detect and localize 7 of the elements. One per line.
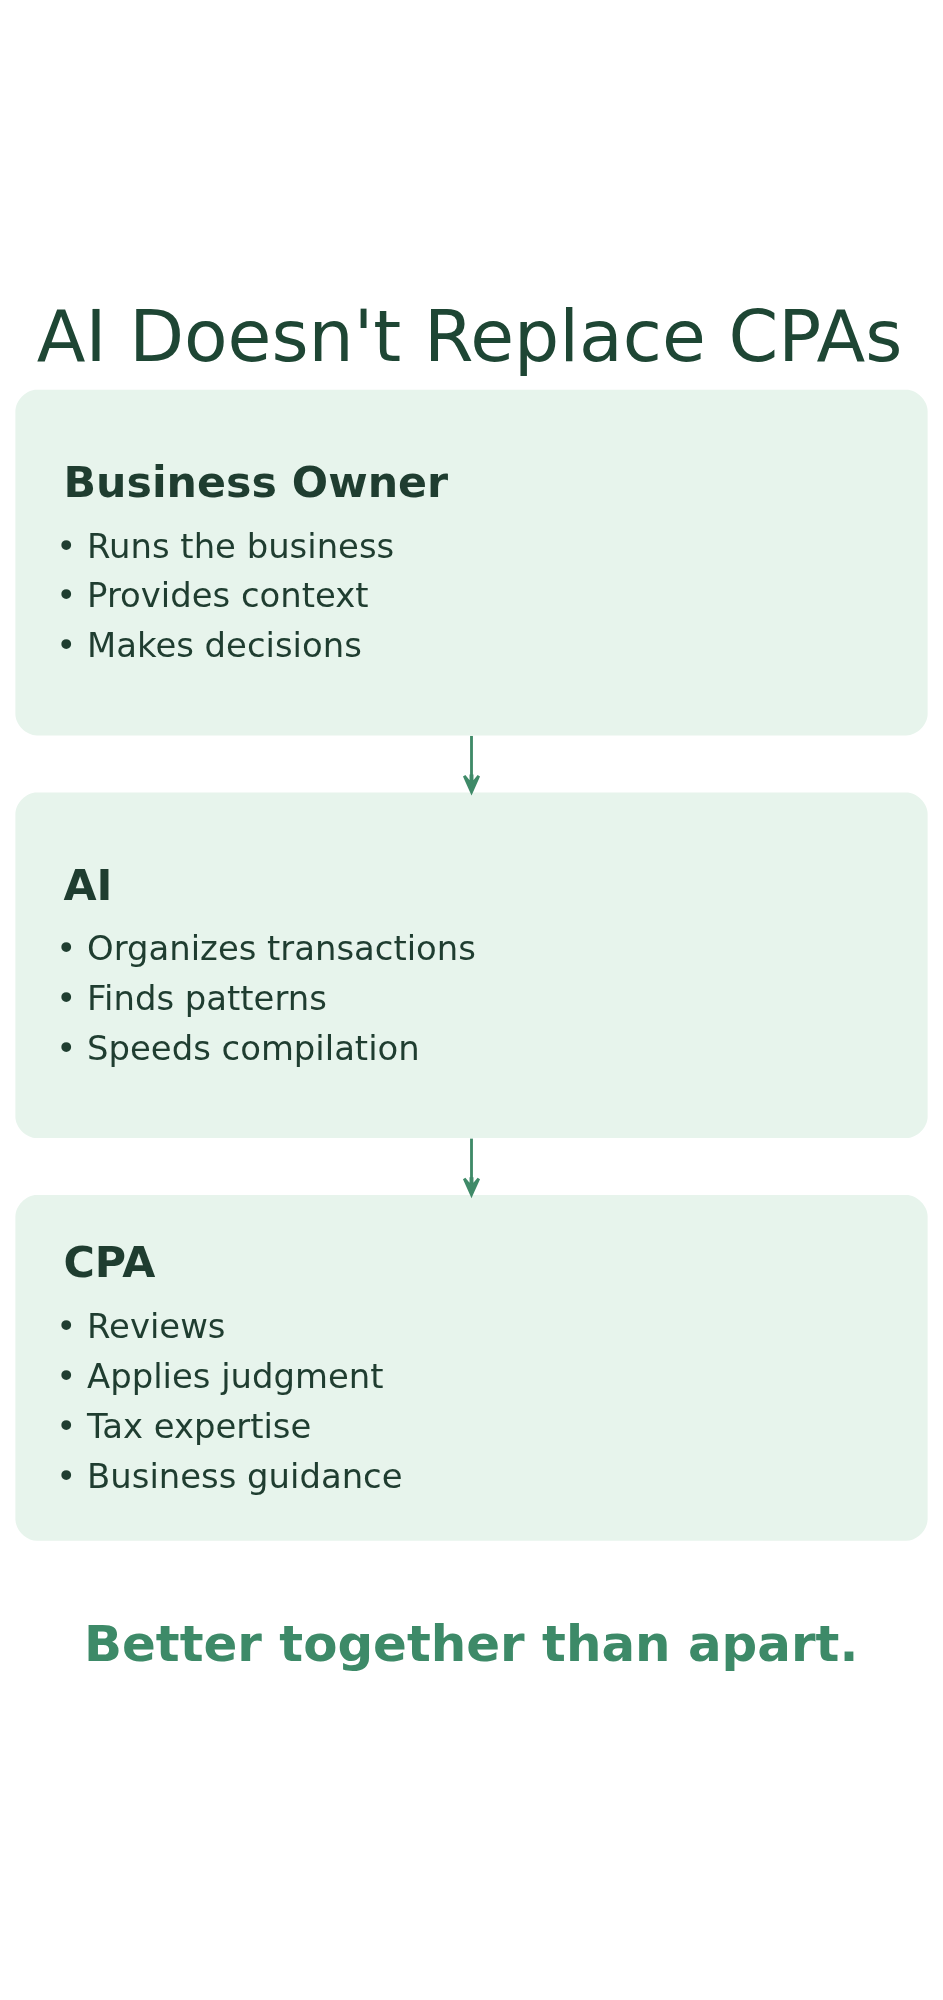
node-box: Business Owner • Runs the business • Provides context • Makes decisions <box>15 389 928 736</box>
node-box: CPA • Reviews • Applies judgment • Tax expertise • Business guidance <box>15 1195 928 1541</box>
diagram-title: AI Doesn't Replace CPAs <box>36 295 903 379</box>
arrow <box>462 735 481 794</box>
node-box: AI • Organizes transactions • Finds patterns • Speeds compilation <box>15 792 928 1139</box>
caption: Better together than apart. <box>83 1614 859 1673</box>
arrow <box>462 1138 481 1197</box>
